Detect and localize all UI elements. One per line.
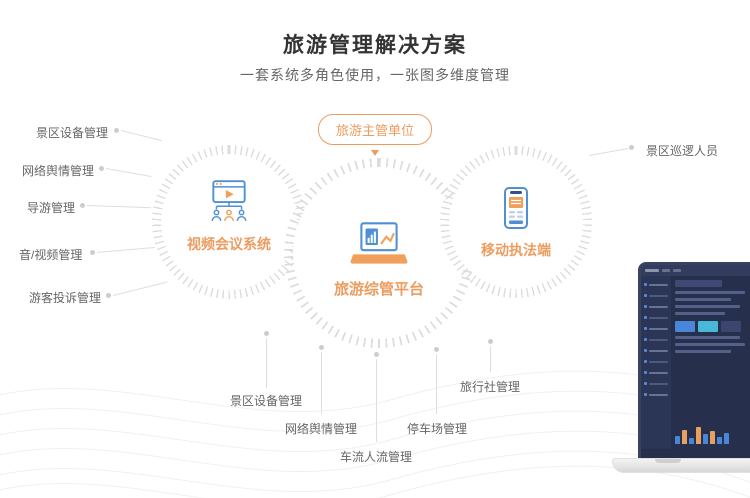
connector-line <box>321 352 322 414</box>
node-platform: 旅游综管平台 <box>334 220 424 299</box>
page-title: 旅游管理解决方案 <box>283 34 467 57</box>
node-label-video-conference: 视频会议系统 <box>187 236 271 252</box>
connector-line <box>96 246 155 253</box>
node-label-platform: 旅游综管平台 <box>333 281 425 298</box>
connector-dot <box>80 203 85 208</box>
connector-line <box>490 346 491 372</box>
label-scenic-equipment-left: 景区设备管理 <box>36 126 109 140</box>
label-traffic-flow: 车流人流管理 <box>340 450 413 464</box>
connector-dot <box>106 293 111 298</box>
handheld-terminal-icon <box>498 186 534 235</box>
laptop-screen <box>638 262 750 460</box>
laptop-base <box>612 458 750 473</box>
connector-dot <box>319 345 324 350</box>
connector-dot <box>264 331 269 336</box>
label-parking-lot: 停车场管理 <box>407 422 468 436</box>
dashboard-widgets <box>675 321 750 332</box>
label-tourist-complaints: 游客投诉管理 <box>29 291 102 305</box>
video-conference-icon <box>206 178 252 229</box>
label-online-sentiment-left: 网络舆情管理 <box>22 164 95 178</box>
connector-dot <box>434 347 439 352</box>
connector-line <box>376 359 377 442</box>
connector-line <box>266 338 267 388</box>
connector-dot <box>629 145 634 150</box>
connector-line <box>436 354 437 414</box>
connector-line <box>588 148 629 156</box>
connector-dot <box>90 250 95 255</box>
dashboard-mini-chart <box>675 424 750 446</box>
circle-ring-left <box>152 145 306 299</box>
connector-line <box>105 168 152 177</box>
node-mobile-enforcement: 移动执法端 <box>481 186 551 260</box>
circle-ring-right <box>440 146 592 298</box>
node-video-conference: 视频会议系统 <box>187 178 271 254</box>
connector-dot <box>114 128 119 133</box>
circle-ring-center <box>284 158 474 348</box>
label-scenic-patrol: 景区巡逻人员 <box>646 144 719 158</box>
dashboard-sidebar <box>641 276 671 449</box>
label-audio-video: 音/视频管理 <box>19 248 83 262</box>
dashboard-topbar <box>641 265 750 276</box>
connector-line <box>120 130 162 142</box>
label-online-sentiment-bottom: 网络舆情管理 <box>285 422 358 436</box>
connector-line <box>112 281 168 296</box>
laptop-analytics-icon <box>350 220 408 273</box>
label-guide-management: 导游管理 <box>27 201 76 215</box>
dashboard-main <box>671 276 750 449</box>
page-subtitle: 一套系统多角色使用，一张图多维度管理 <box>240 67 510 83</box>
label-travel-agency: 旅行社管理 <box>460 380 521 394</box>
connector-dot <box>374 352 379 357</box>
authority-badge: 旅游主管单位 <box>317 114 433 145</box>
connector-dot <box>99 166 104 171</box>
connector-dot <box>488 339 493 344</box>
arrow-down-icon <box>371 150 379 156</box>
connector-line <box>86 205 151 209</box>
node-label-mobile-enforcement: 移动执法端 <box>481 242 551 258</box>
label-scenic-equipment-bottom: 景区设备管理 <box>230 394 303 408</box>
